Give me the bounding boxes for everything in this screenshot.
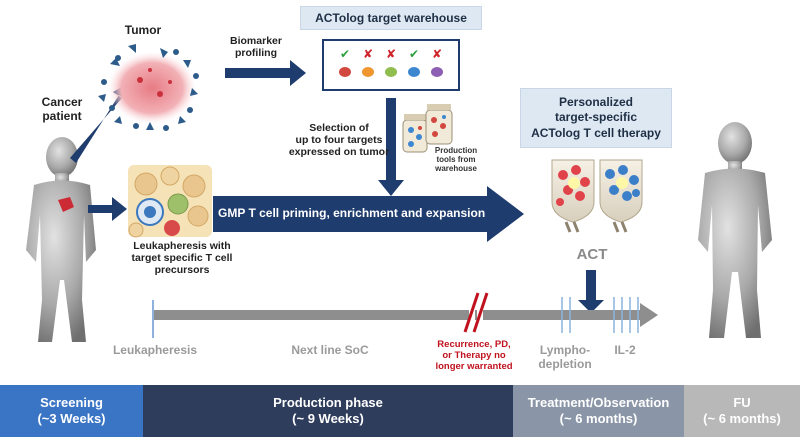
patient-after-therapy-figure	[698, 122, 772, 338]
warehouse-marks: ✔ ✘ ✘ ✔ ✘	[340, 47, 442, 61]
tumor-label: Tumor	[124, 23, 162, 37]
tumor-illustration	[98, 44, 199, 131]
timeline-lympho-label: Lympho-depletion	[538, 343, 592, 371]
timeline-leukapheresis-label: Leukapheresis	[112, 343, 198, 357]
navy-arrows	[70, 60, 604, 313]
phase-screening: Screening(~3 Weeks)	[0, 385, 143, 437]
timeline	[152, 292, 658, 338]
cross-mark-icon: ✘	[363, 47, 373, 61]
target-dot	[408, 67, 420, 77]
tumor-site-icon	[58, 197, 74, 212]
warehouse-box	[322, 39, 460, 91]
check-mark-icon: ✔	[340, 47, 350, 61]
target-dot	[339, 67, 351, 77]
target-dot	[385, 67, 397, 77]
act-bags-illustration	[551, 159, 643, 233]
act-label: ACT	[576, 246, 608, 263]
target-dot	[362, 67, 374, 77]
check-mark-icon: ✔	[409, 47, 419, 61]
cross-mark-icon: ✘	[386, 47, 396, 61]
cancer-patient-figure	[26, 137, 96, 342]
phase-follow-up: FU(~ 6 months)	[684, 385, 800, 437]
phase-production: Production phase(~ 9 Weeks)	[143, 385, 513, 437]
leukapheresis-cells-illustration	[128, 165, 212, 238]
phase-treatment: Treatment/Observation(~ 6 months)	[513, 385, 684, 437]
gmp-arrow-label: GMP T cell priming, enrichment and expan…	[218, 206, 486, 220]
warehouse-dots	[339, 67, 443, 77]
production-tools-illustration	[402, 104, 453, 153]
timeline-next-line-label: Next line SoC	[291, 343, 369, 357]
target-dot	[431, 67, 443, 77]
timeline-il2-label: IL-2	[614, 343, 636, 357]
cross-mark-icon: ✘	[432, 47, 442, 61]
warehouse-title: ACTolog target warehouse	[300, 6, 482, 30]
